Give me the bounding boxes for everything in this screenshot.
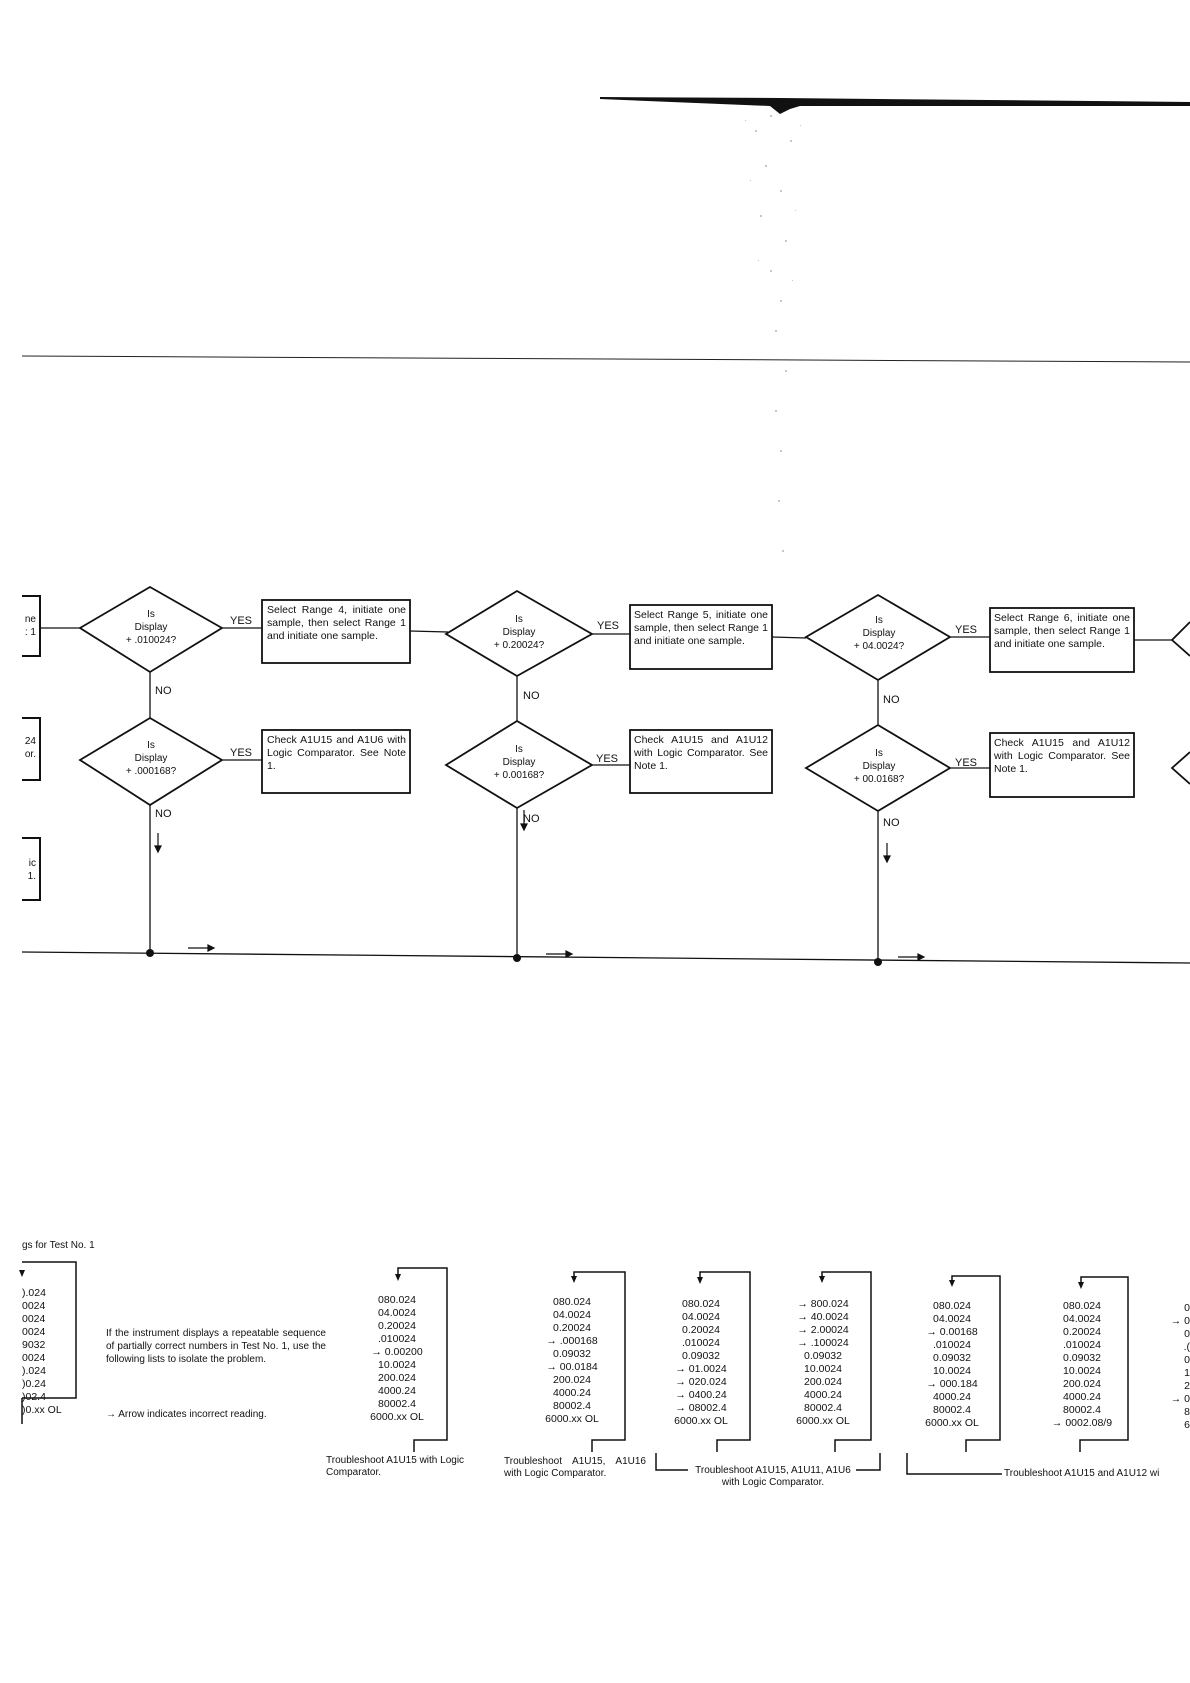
q1-line1: Is <box>147 609 155 620</box>
partial-box-text: 24 <box>25 736 37 747</box>
q1-line3: + 04.0024? <box>854 641 905 652</box>
q1-line2: Display <box>503 627 536 638</box>
return-line <box>21 951 1190 964</box>
reading-list-7-partial: 0 → 0 0 .( 0 1 2 → 0 8 6 <box>1170 1302 1190 1431</box>
no-label: NO <box>883 817 900 829</box>
partial-left-boxes <box>22 595 41 901</box>
q2-line3: + .000168? <box>126 766 177 777</box>
q2-line3: + 0.00168? <box>494 770 545 781</box>
no-label: NO <box>155 685 172 697</box>
check-box-a1u15-a1u6: Check A1U15 and A1U6 with Logic Comparat… <box>267 734 406 772</box>
no-label: NO <box>523 813 540 825</box>
note-text: If the instrument displays a repeatable … <box>106 1328 326 1365</box>
q2-line2: Display <box>135 753 168 764</box>
check-box-a1u15-a1u12: Check A1U15 and A1U12 with Logic Compara… <box>994 737 1130 775</box>
q1-line1: Is <box>515 614 523 625</box>
partial-reading-list: ).024 0024 0024 0024 9032 0024 ).024 )0.… <box>22 1287 62 1416</box>
q2-line1: Is <box>875 748 883 759</box>
reading-list-4: → 800.024 → 40.0024 → 2.00024 → .100024 … <box>796 1298 850 1427</box>
q2-line2: Display <box>503 757 536 768</box>
caption-4: Troubleshoot A1U15 and A1U12 wi <box>1004 1468 1160 1479</box>
yes-label: YES <box>596 753 618 765</box>
q1-line1: Is <box>875 615 883 626</box>
fold-speckle <box>745 115 801 552</box>
q1-line3: + .010024? <box>126 635 177 646</box>
q2-line1: Is <box>147 740 155 751</box>
section-heading: gs for Test No. 1 <box>22 1240 95 1251</box>
q2-line2: Display <box>863 761 896 772</box>
yes-label: YES <box>230 747 252 759</box>
arrow-note: → Arrow indicates incorrect reading. <box>106 1409 267 1420</box>
top-edge-shadow <box>600 97 1190 114</box>
action-box-range-4: Select Range 4, initiate one sample, the… <box>267 604 406 642</box>
right-arrows <box>188 944 926 961</box>
list-arrows <box>19 1270 1084 1289</box>
yes-label: YES <box>597 620 619 632</box>
column-1 <box>78 585 449 953</box>
caption-1: Troubleshoot A1U15 with Logic Comparator… <box>326 1455 465 1478</box>
q1-line3: + 0.20024? <box>494 640 545 651</box>
yes-label: YES <box>955 757 977 769</box>
column-2 <box>444 589 807 958</box>
yes-label: YES <box>955 624 977 636</box>
partial-box-text: ne <box>25 614 37 625</box>
check-box-a1u15-a1u12: Check A1U15 and A1U12 with Logic Compara… <box>634 734 768 772</box>
reading-list-5: 080.024 04.0024 → 0.00168 .010024 0.0903… <box>925 1300 979 1429</box>
column-3 <box>804 593 1190 962</box>
reading-list-6: 080.024 04.0024 0.20024 .010024 0.09032 … <box>1051 1300 1113 1429</box>
reading-list-3: 080.024 04.0024 0.20024 .010024 0.09032 … <box>674 1298 728 1427</box>
no-label: NO <box>883 694 900 706</box>
reading-list-2: 080.024 04.0024 0.20024 → .000168 0.0903… <box>545 1296 599 1425</box>
q2-line3: + 00.0168? <box>854 774 905 785</box>
action-box-range-6: Select Range 6, initiate one sample, the… <box>994 612 1130 650</box>
page-fold-line <box>21 355 1190 363</box>
q1-line2: Display <box>135 622 168 633</box>
caption-3: Troubleshoot A1U15, A1U11, A1U6 with Log… <box>695 1465 851 1488</box>
caption-2: Troubleshoot A1U15, A1U16 with Logic Com… <box>504 1456 646 1479</box>
partial-box-text: or. <box>25 749 36 760</box>
list-brackets <box>21 1261 1129 1475</box>
partial-box-text: ic <box>29 858 36 869</box>
reading-list-1: 080.024 04.0024 0.20024 .010024 → 0.0020… <box>370 1294 424 1423</box>
action-box-range-5: Select Range 5, initiate one sample, the… <box>634 609 768 647</box>
yes-label: YES <box>230 615 252 627</box>
partial-box-text: : 1 <box>25 627 37 638</box>
q1-line2: Display <box>863 628 896 639</box>
down-arrows <box>154 810 891 864</box>
no-label: NO <box>523 690 540 702</box>
no-label: NO <box>155 808 172 820</box>
q2-line1: Is <box>515 744 523 755</box>
partial-box-text: 1. <box>28 871 36 882</box>
